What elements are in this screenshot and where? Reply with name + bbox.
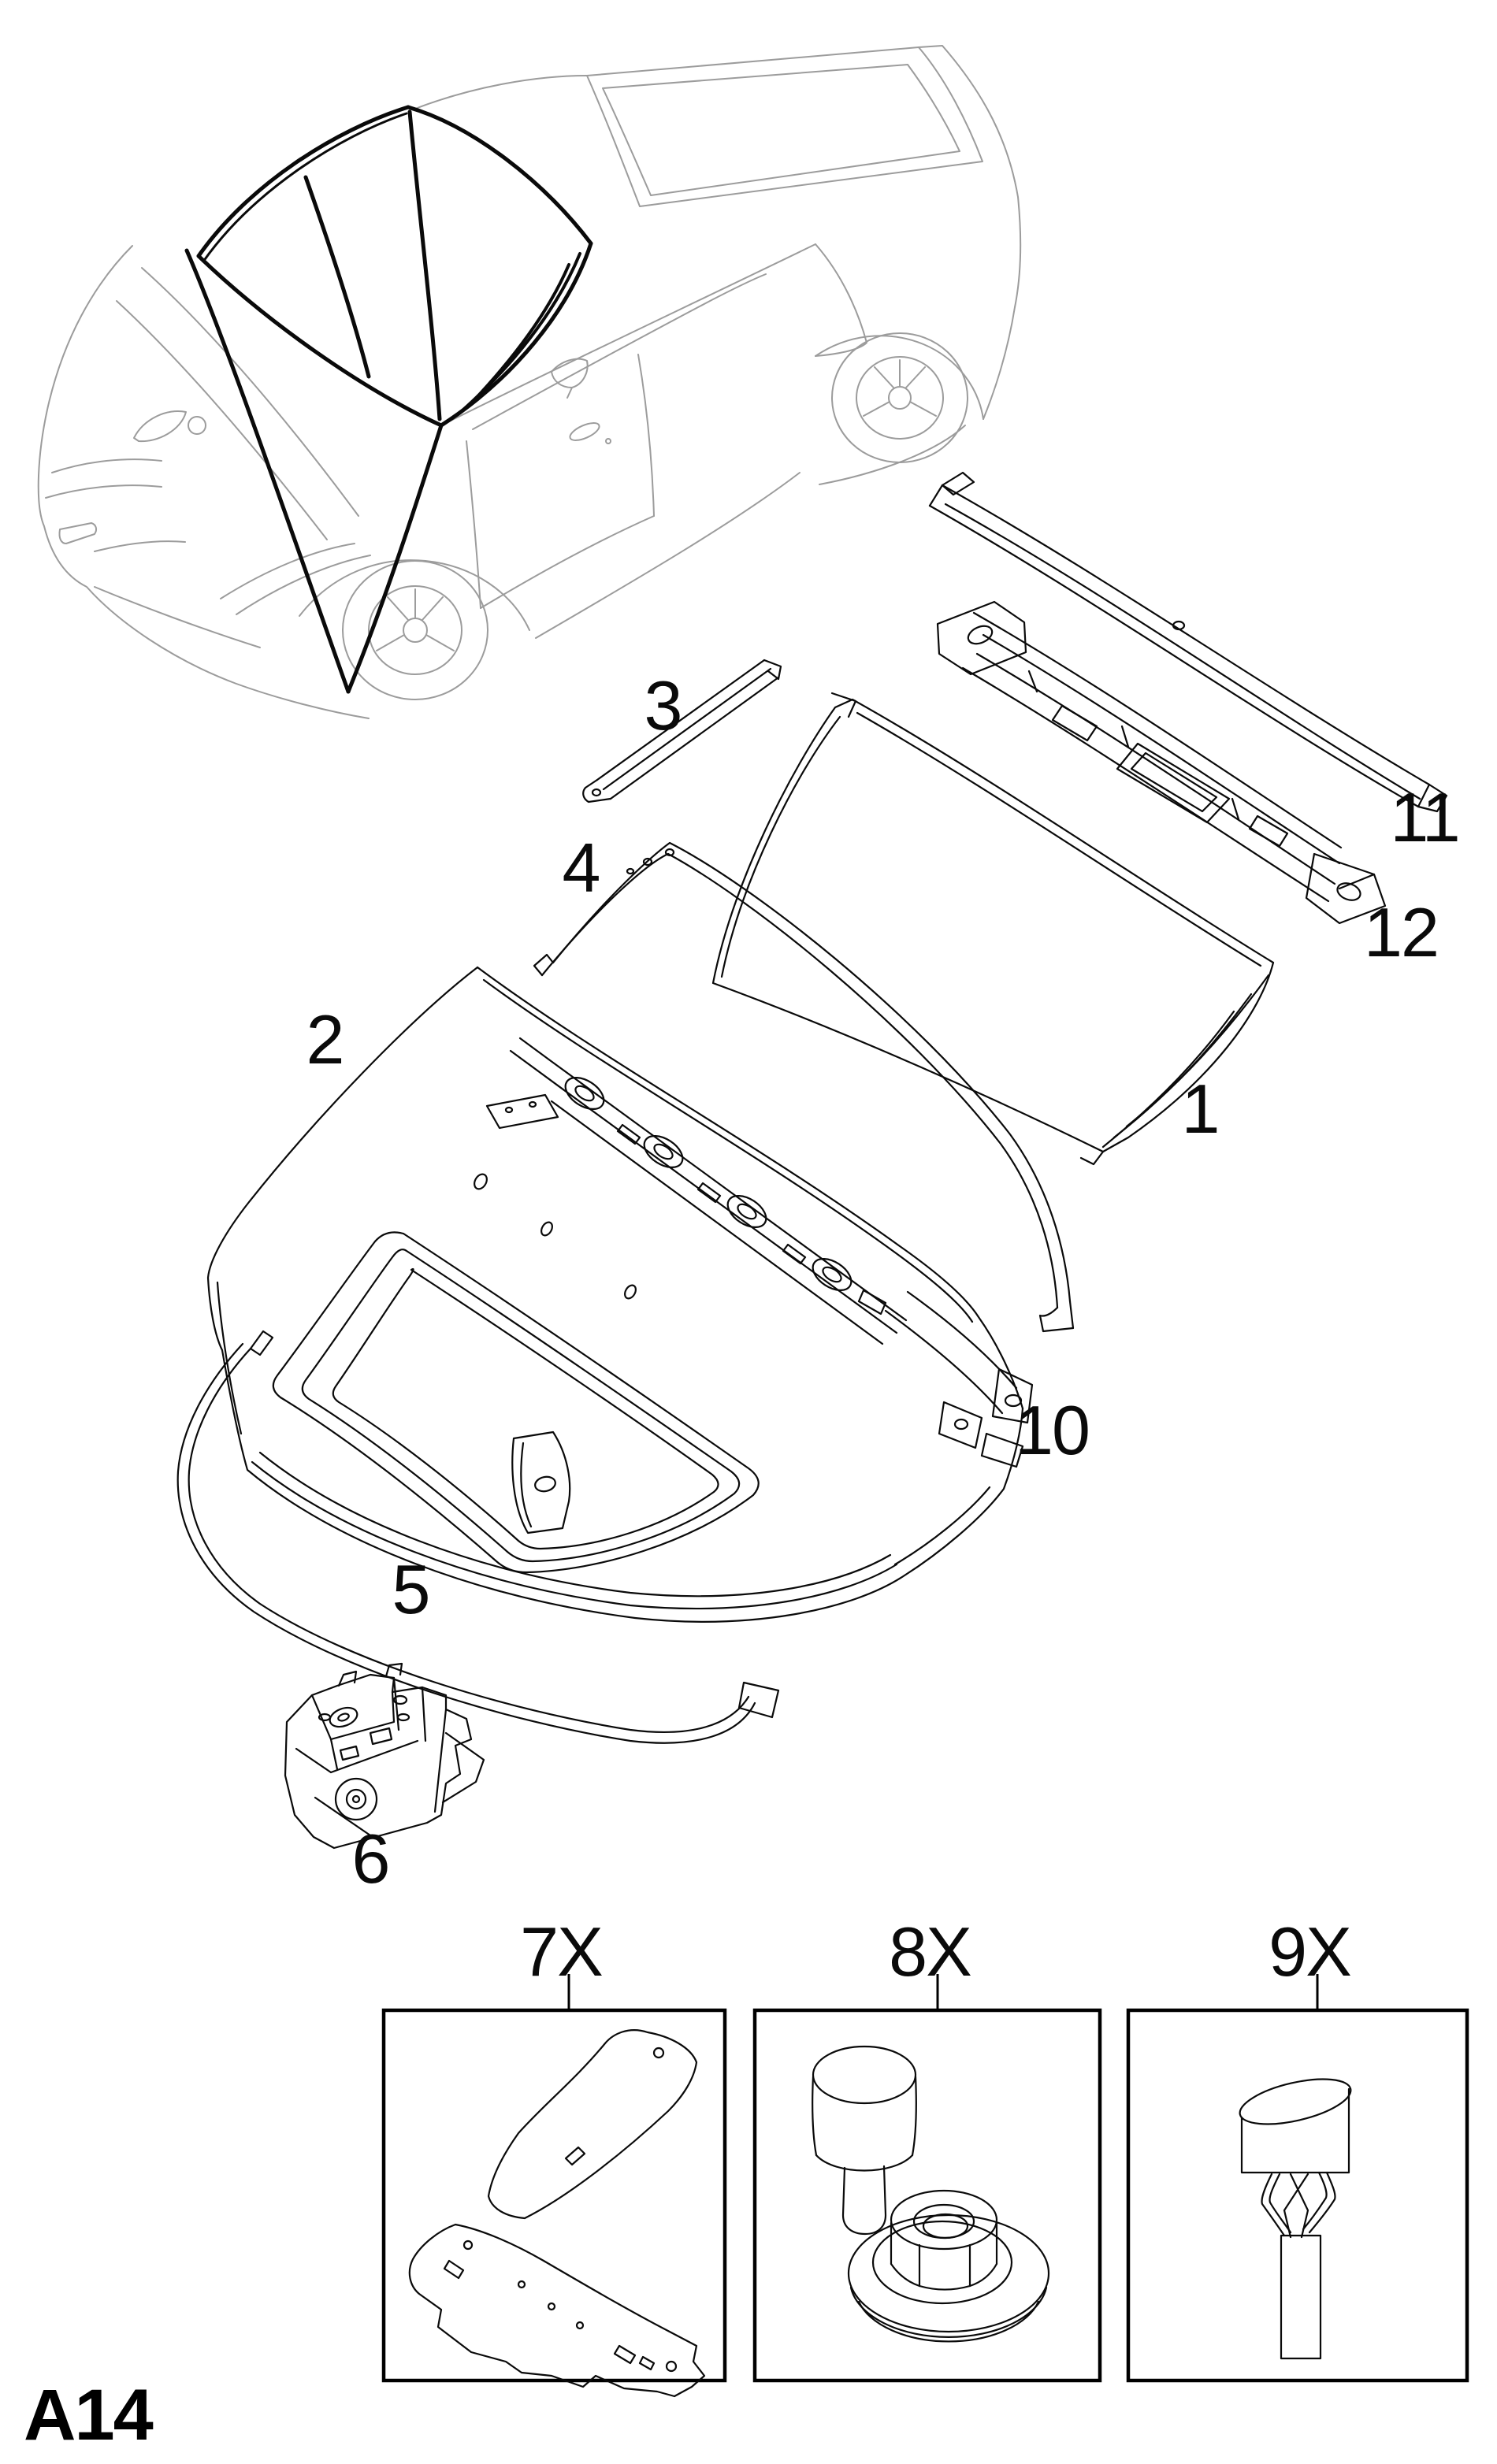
part-2-roof-front-assembly — [206, 966, 1024, 1623]
part-4-roof-frame — [533, 841, 1075, 1333]
callout-10: 10 — [1015, 1391, 1090, 1469]
callout-2: 2 — [306, 1000, 345, 1078]
callout-6: 6 — [351, 1820, 391, 1898]
fastener-label-7x: 7X — [520, 1913, 604, 1991]
box-8x — [752, 2008, 1102, 2383]
roof-highlight — [184, 105, 593, 694]
part-12-header-inner-panel — [936, 600, 1387, 925]
part-10-lock-rail — [857, 1289, 1034, 1468]
fastener-label-9x: 9X — [1269, 1913, 1352, 1991]
callout-1: 1 — [1181, 1070, 1220, 1148]
fastener-boxes — [381, 1974, 1469, 2383]
box-7x — [381, 2008, 727, 2383]
expansion-rivet-icon — [1239, 2078, 1352, 2360]
part-3-seal-strip — [582, 659, 782, 803]
plug-and-flange-nut-icon — [812, 2045, 1050, 2343]
callout-4: 4 — [562, 829, 601, 907]
page-code: A14 — [24, 2375, 154, 2455]
fastener-label-8x: 8X — [889, 1913, 972, 1991]
insulation-pads-icon — [408, 2029, 706, 2398]
part-1-roof-rear-panel — [711, 692, 1275, 1166]
part-5-weatherstrip — [176, 1330, 780, 1744]
callout-3: 3 — [644, 666, 683, 744]
callout-12: 12 — [1364, 893, 1439, 971]
part-11-header-outer-panel — [928, 471, 1448, 813]
box-9x — [1126, 2008, 1469, 2383]
callout-11: 11 — [1390, 778, 1460, 856]
part-6-cowl-bracket — [284, 1662, 485, 1850]
car-sketch — [37, 45, 1022, 719]
callout-5: 5 — [392, 1550, 431, 1628]
